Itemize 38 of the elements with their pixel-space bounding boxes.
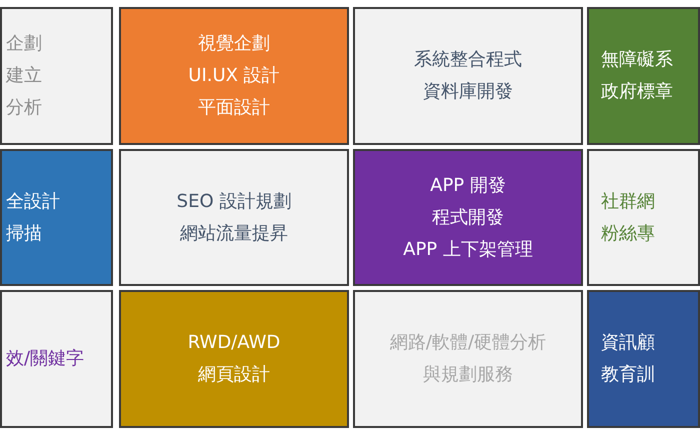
service-text: 視覺企劃 <box>198 32 270 56</box>
service-tile <box>0 149 113 286</box>
service-text: 社群網 <box>601 190 655 214</box>
service-tile <box>0 7 113 145</box>
service-text: 平面設計 <box>198 96 270 120</box>
service-text: 掃描 <box>6 222 42 246</box>
service-tile <box>353 7 583 145</box>
service-text: APP 開發 <box>430 174 506 198</box>
service-text: 資訊顧 <box>601 331 655 355</box>
service-text: SEO 設計規劃 <box>176 190 292 214</box>
service-text: 系統整合程式 <box>414 48 522 72</box>
service-text: 程式開發 <box>432 206 504 230</box>
service-text: 與規劃服務 <box>423 363 513 387</box>
service-tile <box>119 290 349 428</box>
service-text: 網路/軟體/硬體分析 <box>390 331 546 355</box>
service-tile <box>353 149 583 286</box>
service-text: RWD/AWD <box>188 331 280 355</box>
service-text: 網頁設計 <box>198 363 270 387</box>
service-text: 建立 <box>6 64 42 88</box>
service-text: 粉絲專 <box>601 222 655 246</box>
service-tile <box>587 7 700 145</box>
service-text: UI.UX 設計 <box>188 64 280 88</box>
service-text: 教育訓 <box>601 363 655 387</box>
service-tile <box>587 290 700 428</box>
service-tile <box>0 290 113 428</box>
service-text: 政府標章 <box>601 80 673 104</box>
service-text: 無障礙系 <box>601 48 673 72</box>
service-tile <box>587 149 700 286</box>
service-text: 分析 <box>6 96 42 120</box>
service-text: 資料庫開發 <box>423 80 513 104</box>
service-text: 企劃 <box>6 32 42 56</box>
service-tile <box>119 149 349 286</box>
service-text: 網站流量提昇 <box>180 222 288 246</box>
service-tile <box>353 290 583 428</box>
service-text: APP 上下架管理 <box>403 238 533 262</box>
service-text: 效/關鍵字 <box>6 347 84 371</box>
service-tile <box>119 7 349 145</box>
service-text: 全設計 <box>6 190 60 214</box>
